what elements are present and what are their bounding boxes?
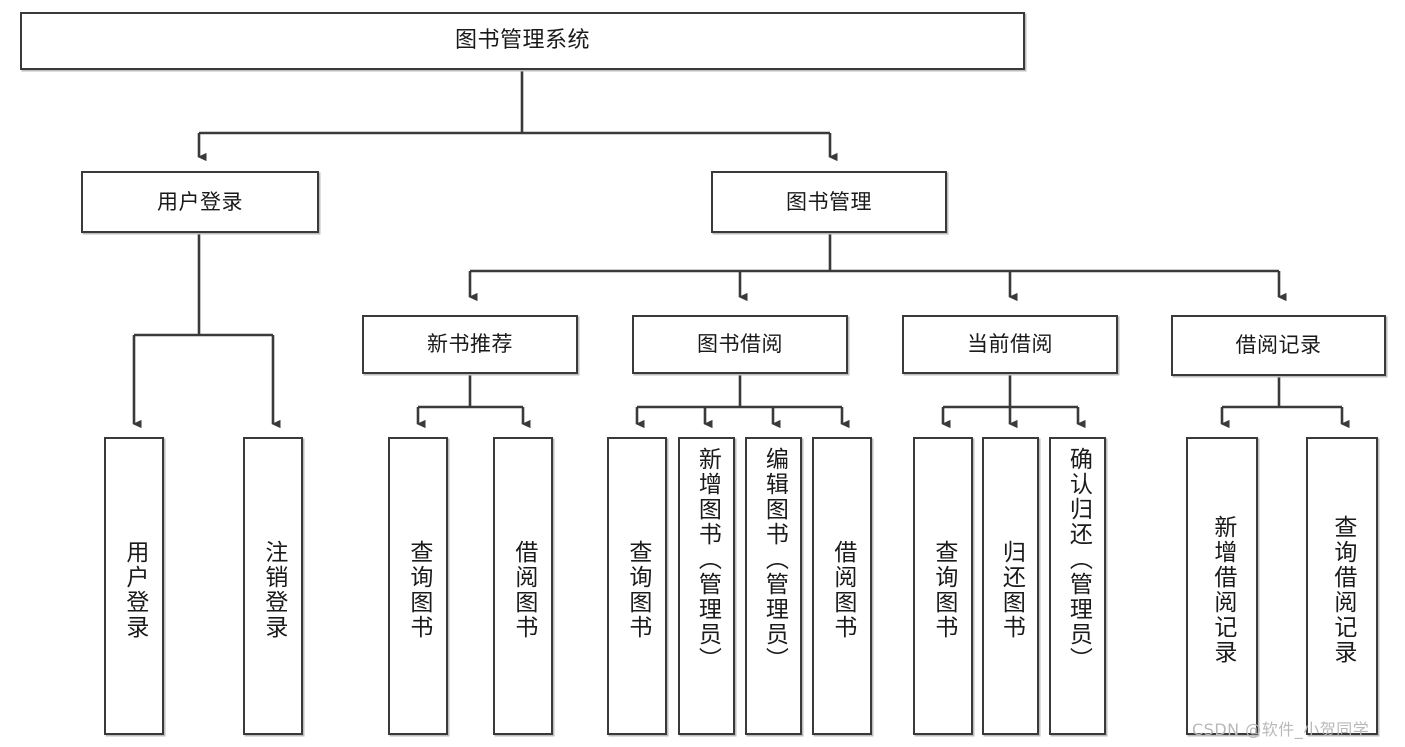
watermark-text: CSDN @软件_小贺同学 bbox=[1192, 720, 1370, 739]
node-label: 借阅记录 bbox=[1235, 333, 1322, 358]
node-label: 查询图书 bbox=[624, 540, 651, 640]
node-label: 查询图书 bbox=[405, 540, 432, 640]
leaf-query-borrow-record[interactable]: 查询借阅记录 bbox=[1306, 437, 1378, 735]
node-user-login[interactable]: 用户登录 bbox=[81, 171, 319, 233]
leaf-add-book-admin[interactable]: 新增图书（管理员） bbox=[678, 437, 735, 735]
node-label: 借阅图书 bbox=[510, 540, 537, 640]
node-label: 编辑图书（管理员） bbox=[761, 447, 788, 672]
leaf-return-book[interactable]: 归还图书 bbox=[982, 437, 1039, 735]
leaf-user-logout[interactable]: 注销登录 bbox=[243, 437, 303, 735]
node-label: 图书管理 bbox=[786, 189, 872, 214]
node-label: 归还图书 bbox=[998, 540, 1025, 640]
leaf-borrow-book[interactable]: 借阅图书 bbox=[812, 437, 872, 735]
node-label: 查询借阅记录 bbox=[1329, 515, 1356, 665]
node-label: 查询图书 bbox=[930, 540, 957, 640]
node-label: 图书管理系统 bbox=[454, 28, 590, 54]
leaf-confirm-return-admin[interactable]: 确认归还（管理员） bbox=[1049, 437, 1106, 735]
node-label: 新书推荐 bbox=[427, 332, 513, 357]
leaf-query-book-recommend[interactable]: 查询图书 bbox=[388, 437, 448, 735]
leaf-borrow-book-recommend[interactable]: 借阅图书 bbox=[493, 437, 553, 735]
leaf-user-login[interactable]: 用户登录 bbox=[104, 437, 164, 735]
node-label: 新增图书（管理员） bbox=[694, 447, 721, 672]
node-current-borrow[interactable]: 当前借阅 bbox=[902, 315, 1118, 374]
node-label: 图书借阅 bbox=[697, 332, 783, 357]
node-label: 借阅图书 bbox=[829, 540, 856, 640]
node-label: 新增借阅记录 bbox=[1209, 515, 1236, 665]
node-label: 注销登录 bbox=[260, 540, 287, 640]
node-book-borrow[interactable]: 图书借阅 bbox=[632, 315, 848, 374]
csdn-watermark: CSDN @软件_小贺同学 bbox=[1192, 716, 1369, 740]
leaf-add-borrow-record[interactable]: 新增借阅记录 bbox=[1186, 437, 1258, 735]
node-label: 确认归还（管理员） bbox=[1065, 447, 1092, 672]
node-label: 用户登录 bbox=[121, 540, 148, 640]
node-borrow-record[interactable]: 借阅记录 bbox=[1171, 315, 1386, 376]
node-label: 当前借阅 bbox=[967, 332, 1053, 357]
node-book-management[interactable]: 图书管理 bbox=[711, 171, 947, 233]
node-root-system[interactable]: 图书管理系统 bbox=[20, 12, 1025, 70]
leaf-query-book-borrow[interactable]: 查询图书 bbox=[607, 437, 667, 735]
leaf-edit-book-admin[interactable]: 编辑图书（管理员） bbox=[745, 437, 802, 735]
node-label: 用户登录 bbox=[157, 189, 243, 214]
node-new-book-recommend[interactable]: 新书推荐 bbox=[362, 315, 578, 374]
leaf-query-book-current[interactable]: 查询图书 bbox=[913, 437, 973, 735]
